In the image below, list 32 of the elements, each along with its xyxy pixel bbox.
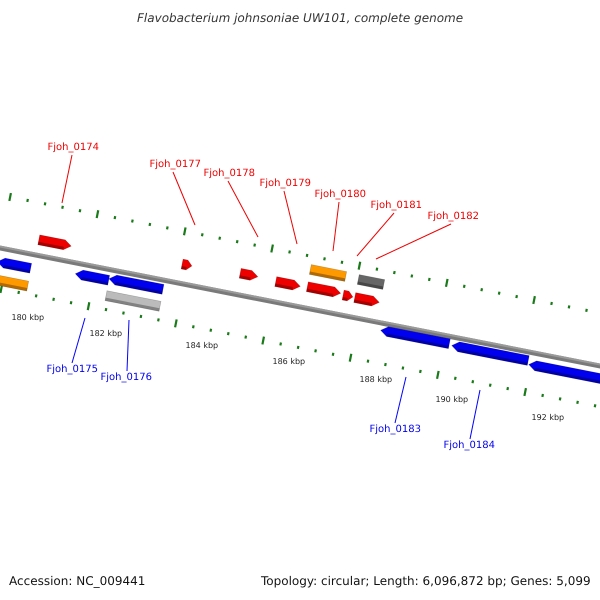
leader-line xyxy=(62,154,72,204)
leader-line xyxy=(284,190,298,244)
scale-label: 182 kbp xyxy=(90,328,122,340)
scale-label: 186 kbp xyxy=(272,356,306,368)
leader-line xyxy=(332,202,340,252)
leader-line xyxy=(126,320,130,372)
gene-label: Fjoh_0177 xyxy=(150,159,201,171)
scale-label: 192 kbp xyxy=(532,412,564,424)
footer-text: Topology: circular; Length: 6,096,872 bp; Genes: 5,099 xyxy=(261,575,591,587)
scale-label: 180 kbp xyxy=(12,312,44,324)
leader-line xyxy=(172,172,196,226)
leader-line xyxy=(228,180,258,238)
leader-line xyxy=(72,318,86,364)
gene-label: Fjoh_0180 xyxy=(314,189,366,201)
gene-label: Fjoh_0182 xyxy=(428,211,479,223)
gene-label: Fjoh_0181 xyxy=(370,200,422,212)
gene-label: Fjoh_0178 xyxy=(204,168,255,180)
leader-line xyxy=(470,390,480,440)
gene-label: Fjoh_0184 xyxy=(444,440,495,452)
scale-label: 190 kbp xyxy=(436,394,468,406)
gene-label: Fjoh_0179 xyxy=(260,178,311,190)
leader-line xyxy=(356,212,394,256)
diagram-title: Flavobacterium johnsoniae UW101, complete genome xyxy=(137,12,464,24)
leader-line xyxy=(376,224,452,260)
gene-label: Fjoh_0175 xyxy=(46,364,98,376)
scale-label: 188 kbp xyxy=(360,374,392,386)
gene-label: Fjoh_0174 xyxy=(48,142,99,154)
scale-label: 184 kbp xyxy=(186,340,218,352)
footer-text: Accession: NC_009441 xyxy=(9,575,146,587)
gene-label: Fjoh_0183 xyxy=(370,424,421,436)
gene-label: Fjoh_0176 xyxy=(100,372,152,384)
leader-line xyxy=(394,376,406,424)
